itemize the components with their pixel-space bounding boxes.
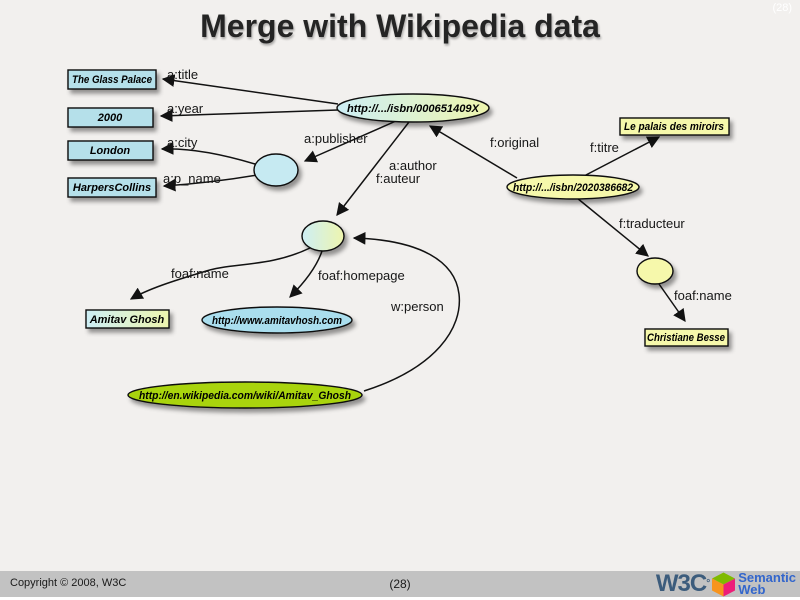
edge-a-year [159, 109, 339, 122]
resource-label: http://.../isbn/000651409X [347, 103, 480, 115]
node-wikipedia-amitav-ghosh: http://en.wikipedia.com/wiki/Amitav_Ghos… [127, 381, 363, 409]
literal-box [85, 309, 170, 329]
cube-right-face [723, 578, 736, 596]
edge-label-f-auteur: f:auteur [376, 171, 421, 186]
edge-w-person [352, 231, 461, 392]
node-isbn-2020386682: http://.../isbn/2020386682 [506, 174, 640, 200]
node-london: London [67, 140, 154, 161]
page-title: Merge with Wikipedia data [200, 8, 600, 44]
literal-label: Amitav Ghosh [89, 314, 165, 326]
edge-f-traducteur [576, 197, 649, 257]
node-isbn-000651409X: http://.../isbn/000651409X [336, 93, 490, 123]
resource-ellipse [336, 93, 490, 123]
edge-label-a-year: a:year [167, 101, 204, 116]
literal-label: Christiane Besse [647, 332, 725, 344]
edge-a-city [160, 142, 256, 165]
edge-a-author-f-auteur [336, 121, 410, 217]
edge-label-f-original: f:original [490, 135, 539, 150]
literal-box [644, 328, 729, 347]
literal-box [67, 140, 154, 161]
blank-node-ellipse [253, 153, 299, 187]
node-christiane-besse: Christiane Besse [644, 328, 729, 347]
bottom-edge-strip [0, 597, 800, 600]
cube-left-face [712, 578, 724, 596]
edge-label-a-title: a:title [167, 67, 198, 82]
edge-a-p-name [162, 174, 258, 192]
literal-box [619, 117, 730, 136]
edge-foaf-homepage [289, 250, 323, 298]
edge-label-w-person: w:person [390, 299, 444, 314]
footer-bar: Copyright © 2008, W3C (28) W3C° Semantic… [0, 571, 800, 597]
literal-label: HarpersCollins [73, 182, 151, 194]
literal-label: Le palais des miroirs [624, 121, 724, 133]
edge-label-foaf-name-left: foaf:name [171, 266, 229, 281]
resource-ellipse [127, 381, 363, 409]
web-text: Web [738, 582, 766, 597]
literal-label: 2000 [97, 112, 123, 124]
node-2000: 2000 [67, 107, 154, 128]
footer-page-number: (28) [389, 577, 411, 591]
edge-label-a-publisher: a:publisher [304, 131, 368, 146]
node-amitav-homepage: http://www.amitavhosh.com [201, 306, 353, 334]
resource-label: http://en.wikipedia.com/wiki/Amitav_Ghos… [139, 390, 351, 402]
edge-foaf-name-right [658, 283, 686, 323]
literal-box [67, 177, 157, 198]
semantic-text: Semantic [738, 570, 796, 585]
resource-ellipse [201, 306, 353, 334]
literal-label: London [90, 145, 131, 157]
edge-f-original [428, 125, 518, 179]
edge-label-f-traducteur: f:traducteur [619, 216, 685, 231]
w3c-logo-text: W3C° [655, 570, 710, 597]
edge-f-titre [583, 136, 661, 177]
literal-label: The Glass Palace [72, 74, 152, 86]
edge-a-publisher [303, 120, 397, 163]
node-translator-blank [636, 257, 674, 285]
edge-label-foaf-name-right: foaf:name [674, 288, 732, 303]
literal-box [67, 107, 154, 128]
resource-label: http://.../isbn/2020386682 [513, 182, 633, 194]
edge-label-a-p-name: a:p_name [163, 171, 221, 186]
node-le-palais-des-miroirs: Le palais des miroirs [619, 117, 730, 136]
edge-label-a-city: a:city [167, 135, 198, 150]
blank-node-ellipse [636, 257, 674, 285]
semantic-web-logo-text: Semantic Web [738, 570, 796, 597]
semantic-web-cube-icon [712, 572, 736, 596]
node-author-blank [301, 220, 345, 252]
edge-foaf-name-left [129, 247, 311, 300]
resource-label: http://www.amitavhosh.com [212, 315, 342, 327]
literal-box [67, 69, 157, 90]
rdf-graph-diagram: a:title a:year a:city a:p_name a:publish… [67, 67, 732, 409]
node-the-glass-palace: The Glass Palace [67, 69, 157, 90]
edge-label-f-titre: f:titre [590, 140, 619, 155]
node-amitav-ghosh: Amitav Ghosh [85, 309, 170, 329]
edge-a-title [161, 74, 339, 105]
blank-node-ellipse [301, 220, 345, 252]
edges [129, 74, 686, 392]
footer-copyright: Copyright © 2008, W3C [10, 577, 127, 589]
node-publisher-blank [253, 153, 299, 187]
node-harperscollins: HarpersCollins [67, 177, 157, 198]
resource-ellipse [506, 174, 640, 200]
edge-label-foaf-homepage: foaf:homepage [318, 268, 405, 283]
edge-labels: a:title a:year a:city a:p_name a:publish… [163, 67, 732, 314]
w3c-semantic-web-logo: W3C° Semantic Web [655, 570, 796, 597]
corner-page-number: (28) [772, 2, 792, 14]
edge-label-a-author: a:author [389, 158, 437, 173]
w3c-logo-mark: ° [706, 578, 710, 589]
